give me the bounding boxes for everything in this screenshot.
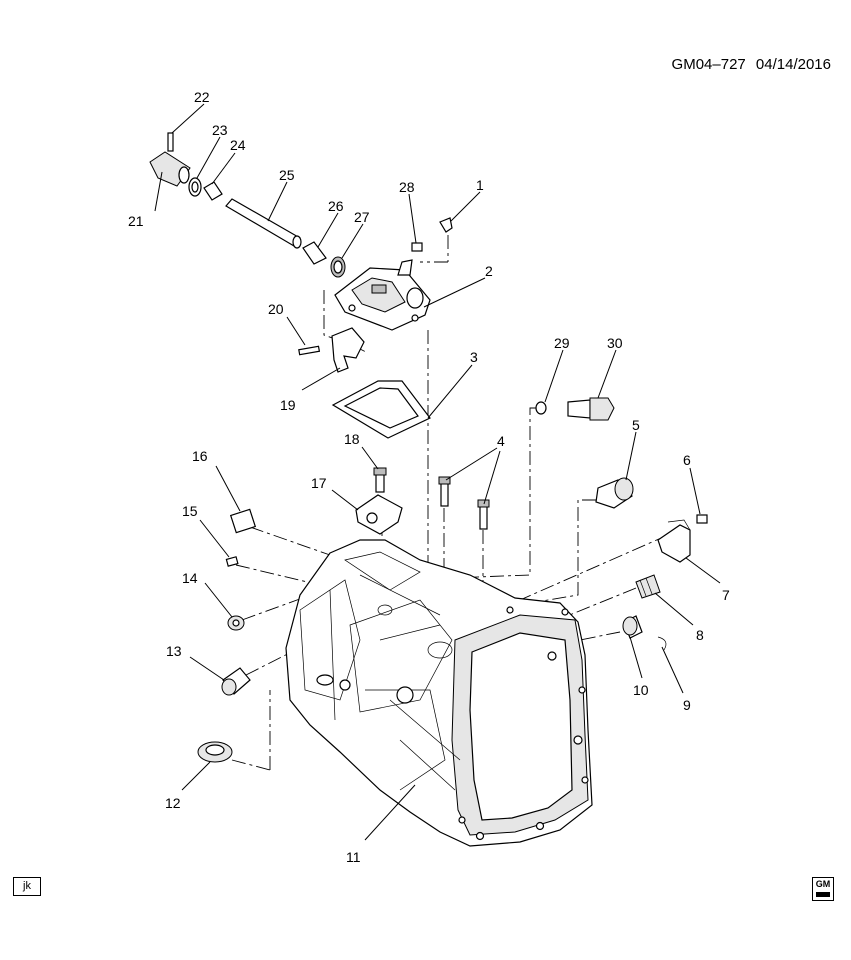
callout-3: 3 bbox=[470, 349, 478, 365]
bracket bbox=[657, 514, 708, 563]
callout-25: 25 bbox=[279, 167, 295, 183]
callout-4: 4 bbox=[497, 433, 505, 449]
callout-29: 29 bbox=[554, 335, 570, 351]
callout-9: 9 bbox=[683, 697, 691, 713]
gm-logo-icon: GM bbox=[812, 877, 834, 901]
callout-8: 8 bbox=[696, 627, 704, 643]
gm-logo-text: GM bbox=[815, 879, 831, 889]
callout-17: 17 bbox=[311, 475, 327, 491]
diagram-code: GM04–727 bbox=[671, 56, 746, 73]
callout-24: 24 bbox=[230, 137, 246, 153]
shift-cover bbox=[334, 259, 431, 331]
callout-numbers: 1 2 3 4 5 6 7 8 9 10 11 12 13 14 15 16 1… bbox=[128, 89, 730, 865]
switches bbox=[535, 397, 634, 509]
callout-16: 16 bbox=[192, 448, 208, 464]
callout-14: 14 bbox=[182, 570, 198, 586]
callout-10: 10 bbox=[633, 682, 649, 698]
shift-cover-gasket bbox=[331, 380, 431, 439]
callout-26: 26 bbox=[328, 198, 344, 214]
callout-22: 22 bbox=[194, 89, 210, 105]
cover-bolts bbox=[438, 476, 490, 530]
callout-1: 1 bbox=[476, 177, 484, 193]
callout-27: 27 bbox=[354, 209, 370, 225]
callout-13: 13 bbox=[166, 643, 182, 659]
plugs bbox=[622, 574, 667, 651]
shift-shaft-assembly bbox=[149, 132, 453, 278]
callout-30: 30 bbox=[607, 335, 623, 351]
interlock-plate bbox=[355, 467, 403, 535]
diagram-date: 04/14/2016 bbox=[755, 56, 831, 73]
callout-11: 11 bbox=[346, 849, 361, 865]
callout-15: 15 bbox=[182, 503, 198, 519]
callout-18: 18 bbox=[344, 431, 360, 447]
callout-19: 19 bbox=[280, 397, 296, 413]
transmission-case bbox=[285, 539, 593, 847]
callout-6: 6 bbox=[683, 452, 691, 468]
callout-20: 20 bbox=[268, 301, 284, 317]
callout-2: 2 bbox=[485, 263, 493, 279]
leader-lines bbox=[154, 103, 721, 841]
shift-lever bbox=[298, 327, 365, 373]
callout-28: 28 bbox=[399, 179, 415, 195]
artist-tag: jk bbox=[13, 877, 41, 896]
callout-7: 7 bbox=[722, 587, 730, 603]
diagram-header: GM04–727 04/14/2016 bbox=[666, 56, 831, 73]
left-side-parts bbox=[197, 508, 257, 763]
callout-12: 12 bbox=[165, 795, 181, 811]
callout-23: 23 bbox=[212, 122, 228, 138]
callout-5: 5 bbox=[632, 417, 640, 433]
callout-21: 21 bbox=[128, 213, 144, 229]
